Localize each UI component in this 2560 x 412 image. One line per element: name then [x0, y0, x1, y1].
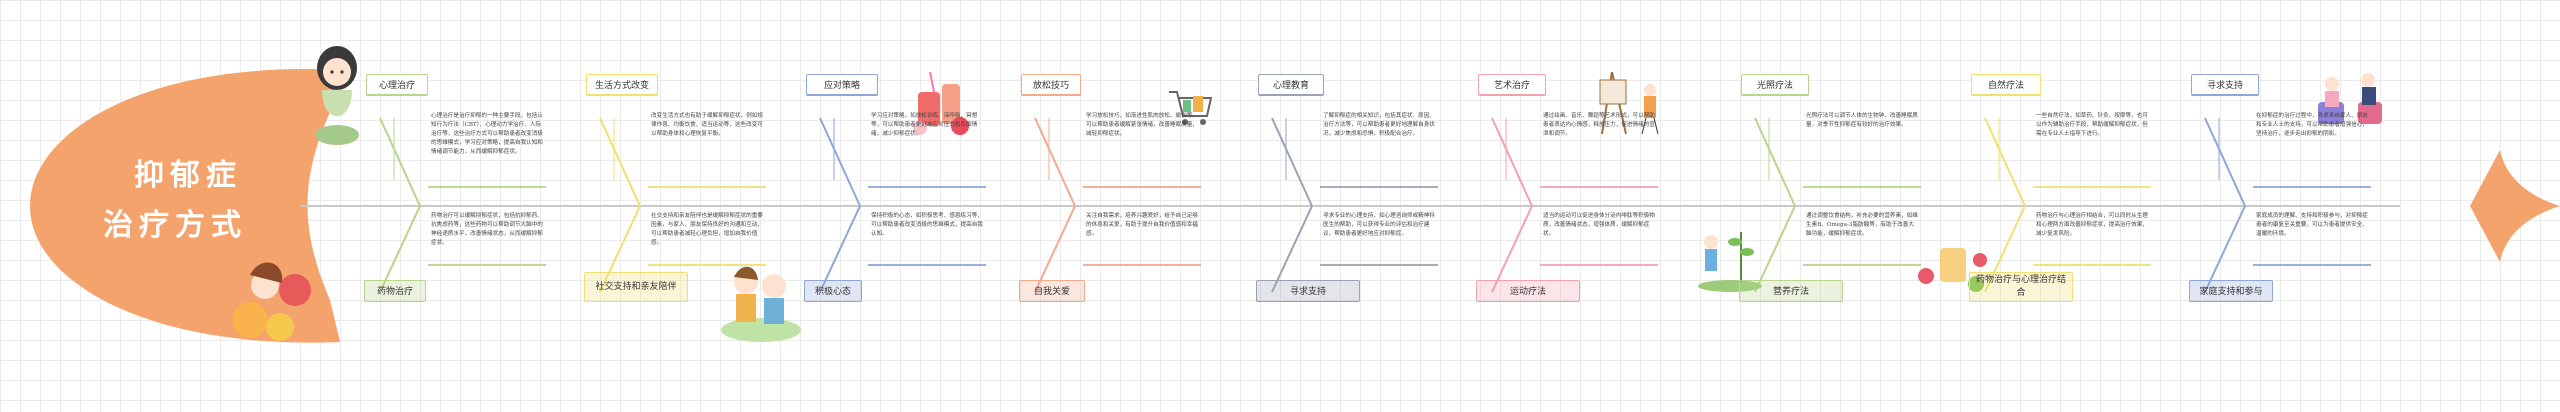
- topic-desc-11: 适当的运动可以促进身体分泌内啡肽等积极物质，改善情绪状态，增强体质，缓解抑郁症状…: [1540, 210, 1658, 266]
- branch-bone-bottom: [2204, 205, 2246, 293]
- kids-reading-icon: [721, 266, 801, 342]
- topic-desc-8: 了解抑郁症的相关知识，包括其症状、原因、治疗方法等，可以帮助患者更好地理解自身状…: [1320, 110, 1438, 188]
- branch-bone-bottom: [1754, 205, 1796, 293]
- branch-bone-top: [1984, 117, 2026, 207]
- topic-tag-11: 运动疗法: [1476, 280, 1580, 302]
- topic-tag-14: 自然疗法: [1971, 74, 2041, 96]
- branch-bone-top: [1754, 117, 1796, 207]
- topic-desc-7: 关注自我需求，培养兴趣爱好，给予自己足够的休息和关爱，有助于提升自我价值感和幸福…: [1083, 210, 1201, 266]
- topic-tag-3: 社交支持和亲友陪伴: [584, 272, 688, 302]
- topic-tag-1: 药物治疗: [364, 280, 426, 302]
- branch-bone-top: [379, 117, 421, 207]
- topic-desc-16: 在抑郁症的治疗过程中，寻求来自家人、朋友和专业人士的支持，可以帮助患者增强信心，…: [2253, 110, 2371, 188]
- topic-desc-17: 家庭成员的理解、支持和积极参与，对抑郁症患者的康复至关重要，可以为患者提供安全、…: [2253, 210, 2371, 266]
- topic-tag-9: 寻求支持: [1256, 280, 1360, 302]
- counseling-session-icon: [2318, 73, 2382, 124]
- branch-bone-bottom: [599, 205, 641, 293]
- branch-bone-top: [819, 117, 861, 207]
- topic-tag-13: 营养疗法: [1739, 280, 1843, 302]
- fish-tail: [2470, 150, 2560, 262]
- topic-desc-10: 通过绘画、音乐、舞蹈等艺术形式，可以帮助患者表达内心情感，释放压力，促进情绪的宣…: [1540, 110, 1658, 188]
- topic-desc-6: 学习放松技巧，如渐进性肌肉放松、瑜伽等，可以帮助患者缓解紧张情绪，改善睡眠质量，…: [1083, 110, 1201, 188]
- topic-desc-0: 心理治疗是治疗抑郁的一种主要手段，包括认知行为疗法（CBT）、心理动力学治疗、人…: [428, 110, 546, 188]
- branch-bone-top: [1491, 117, 1533, 207]
- topic-tag-8: 心理教育: [1258, 74, 1324, 96]
- branch-bone-bottom: [1034, 205, 1076, 293]
- topic-tag-5: 积极心态: [804, 280, 862, 302]
- topic-tag-4: 应对策略: [806, 74, 878, 96]
- gardening-girl-icon: [1698, 232, 1762, 292]
- branch-bone-bottom: [819, 205, 861, 293]
- topic-tag-17: 家庭支持和参与: [2189, 280, 2273, 302]
- topic-desc-1: 药物治疗可以缓解抑郁症状，包括抗抑郁药、抗焦虑药等，这些药物可以帮助调节大脑中的…: [428, 210, 546, 266]
- topic-tag-12: 光照疗法: [1741, 74, 1809, 96]
- topic-tag-2: 生活方式改变: [586, 74, 658, 96]
- branch-bone-bottom: [1491, 205, 1533, 293]
- branch-bone-top: [599, 117, 641, 207]
- branch-bone-bottom: [379, 205, 421, 293]
- topic-tag-15: 药物治疗与心理治疗结合: [1969, 272, 2073, 302]
- fruit-girl-sticker-icon: [232, 262, 311, 341]
- topic-desc-9: 寻求专业的心理支持，如心理咨询师或精神科医生的帮助，可以获得专业的评估和治疗建议…: [1320, 210, 1438, 266]
- shopping-cart-icon: [1169, 91, 1213, 125]
- branch-bone-top: [1034, 117, 1076, 207]
- painter-easel-icon: [1599, 71, 1659, 135]
- topic-desc-14: 一些自然疗法，如草药、针灸、按摩等，也可以作为辅助治疗手段，帮助缓解抑郁症状，但…: [2033, 110, 2151, 188]
- topic-desc-15: 药物治疗与心理治疗相结合，可以同时从生理和心理两方面改善抑郁症状，提高治疗效果，…: [2033, 210, 2151, 266]
- head-title-line1: 抑郁症: [134, 158, 242, 193]
- topic-desc-2: 改变生活方式也有助于缓解抑郁症状，例如规律作息、均衡饮食、适当运动等，这些改变可…: [648, 110, 766, 188]
- topic-desc-13: 通过调整饮食结构，补充必要的营养素，如维生素B、Omega-3脂肪酸等，有助于改…: [1803, 210, 1921, 266]
- topic-tag-16: 寻求支持: [2191, 74, 2259, 96]
- topic-desc-5: 保持积极的心态，如积极思考、感恩练习等，可以帮助患者改变消极的思维模式，提高自我…: [868, 210, 986, 266]
- girl-sticker-icon: [315, 46, 359, 145]
- topic-desc-3: 社交支持和亲友陪伴也是缓解抑郁症状的重要因素，与家人、朋友保持良好的沟通和互动，…: [648, 210, 766, 266]
- topic-desc-4: 学习应对策略，如放松训练、深呼吸、冥想等，可以帮助患者更好地应对压力和负面情绪，…: [868, 110, 986, 188]
- branch-bone-bottom: [1984, 205, 2026, 293]
- branch-bone-top: [1271, 117, 1313, 207]
- branch-bone-top: [2204, 117, 2246, 207]
- head-title-line2: 治疗方式: [103, 208, 247, 243]
- topic-desc-12: 光照疗法可以调节人体的生物钟，改善睡眠质量，对季节性抑郁症有较好的治疗效果。: [1803, 110, 1921, 188]
- topic-tag-7: 自我关爱: [1019, 280, 1085, 302]
- tea-flowers-icon: [1918, 248, 1987, 292]
- drinks-illustration-icon: [913, 71, 969, 135]
- topic-tag-0: 心理治疗: [366, 74, 428, 96]
- branch-bone-bottom: [1271, 205, 1313, 293]
- topic-tag-10: 艺术治疗: [1478, 74, 1546, 96]
- topic-tag-6: 放松技巧: [1021, 74, 1081, 96]
